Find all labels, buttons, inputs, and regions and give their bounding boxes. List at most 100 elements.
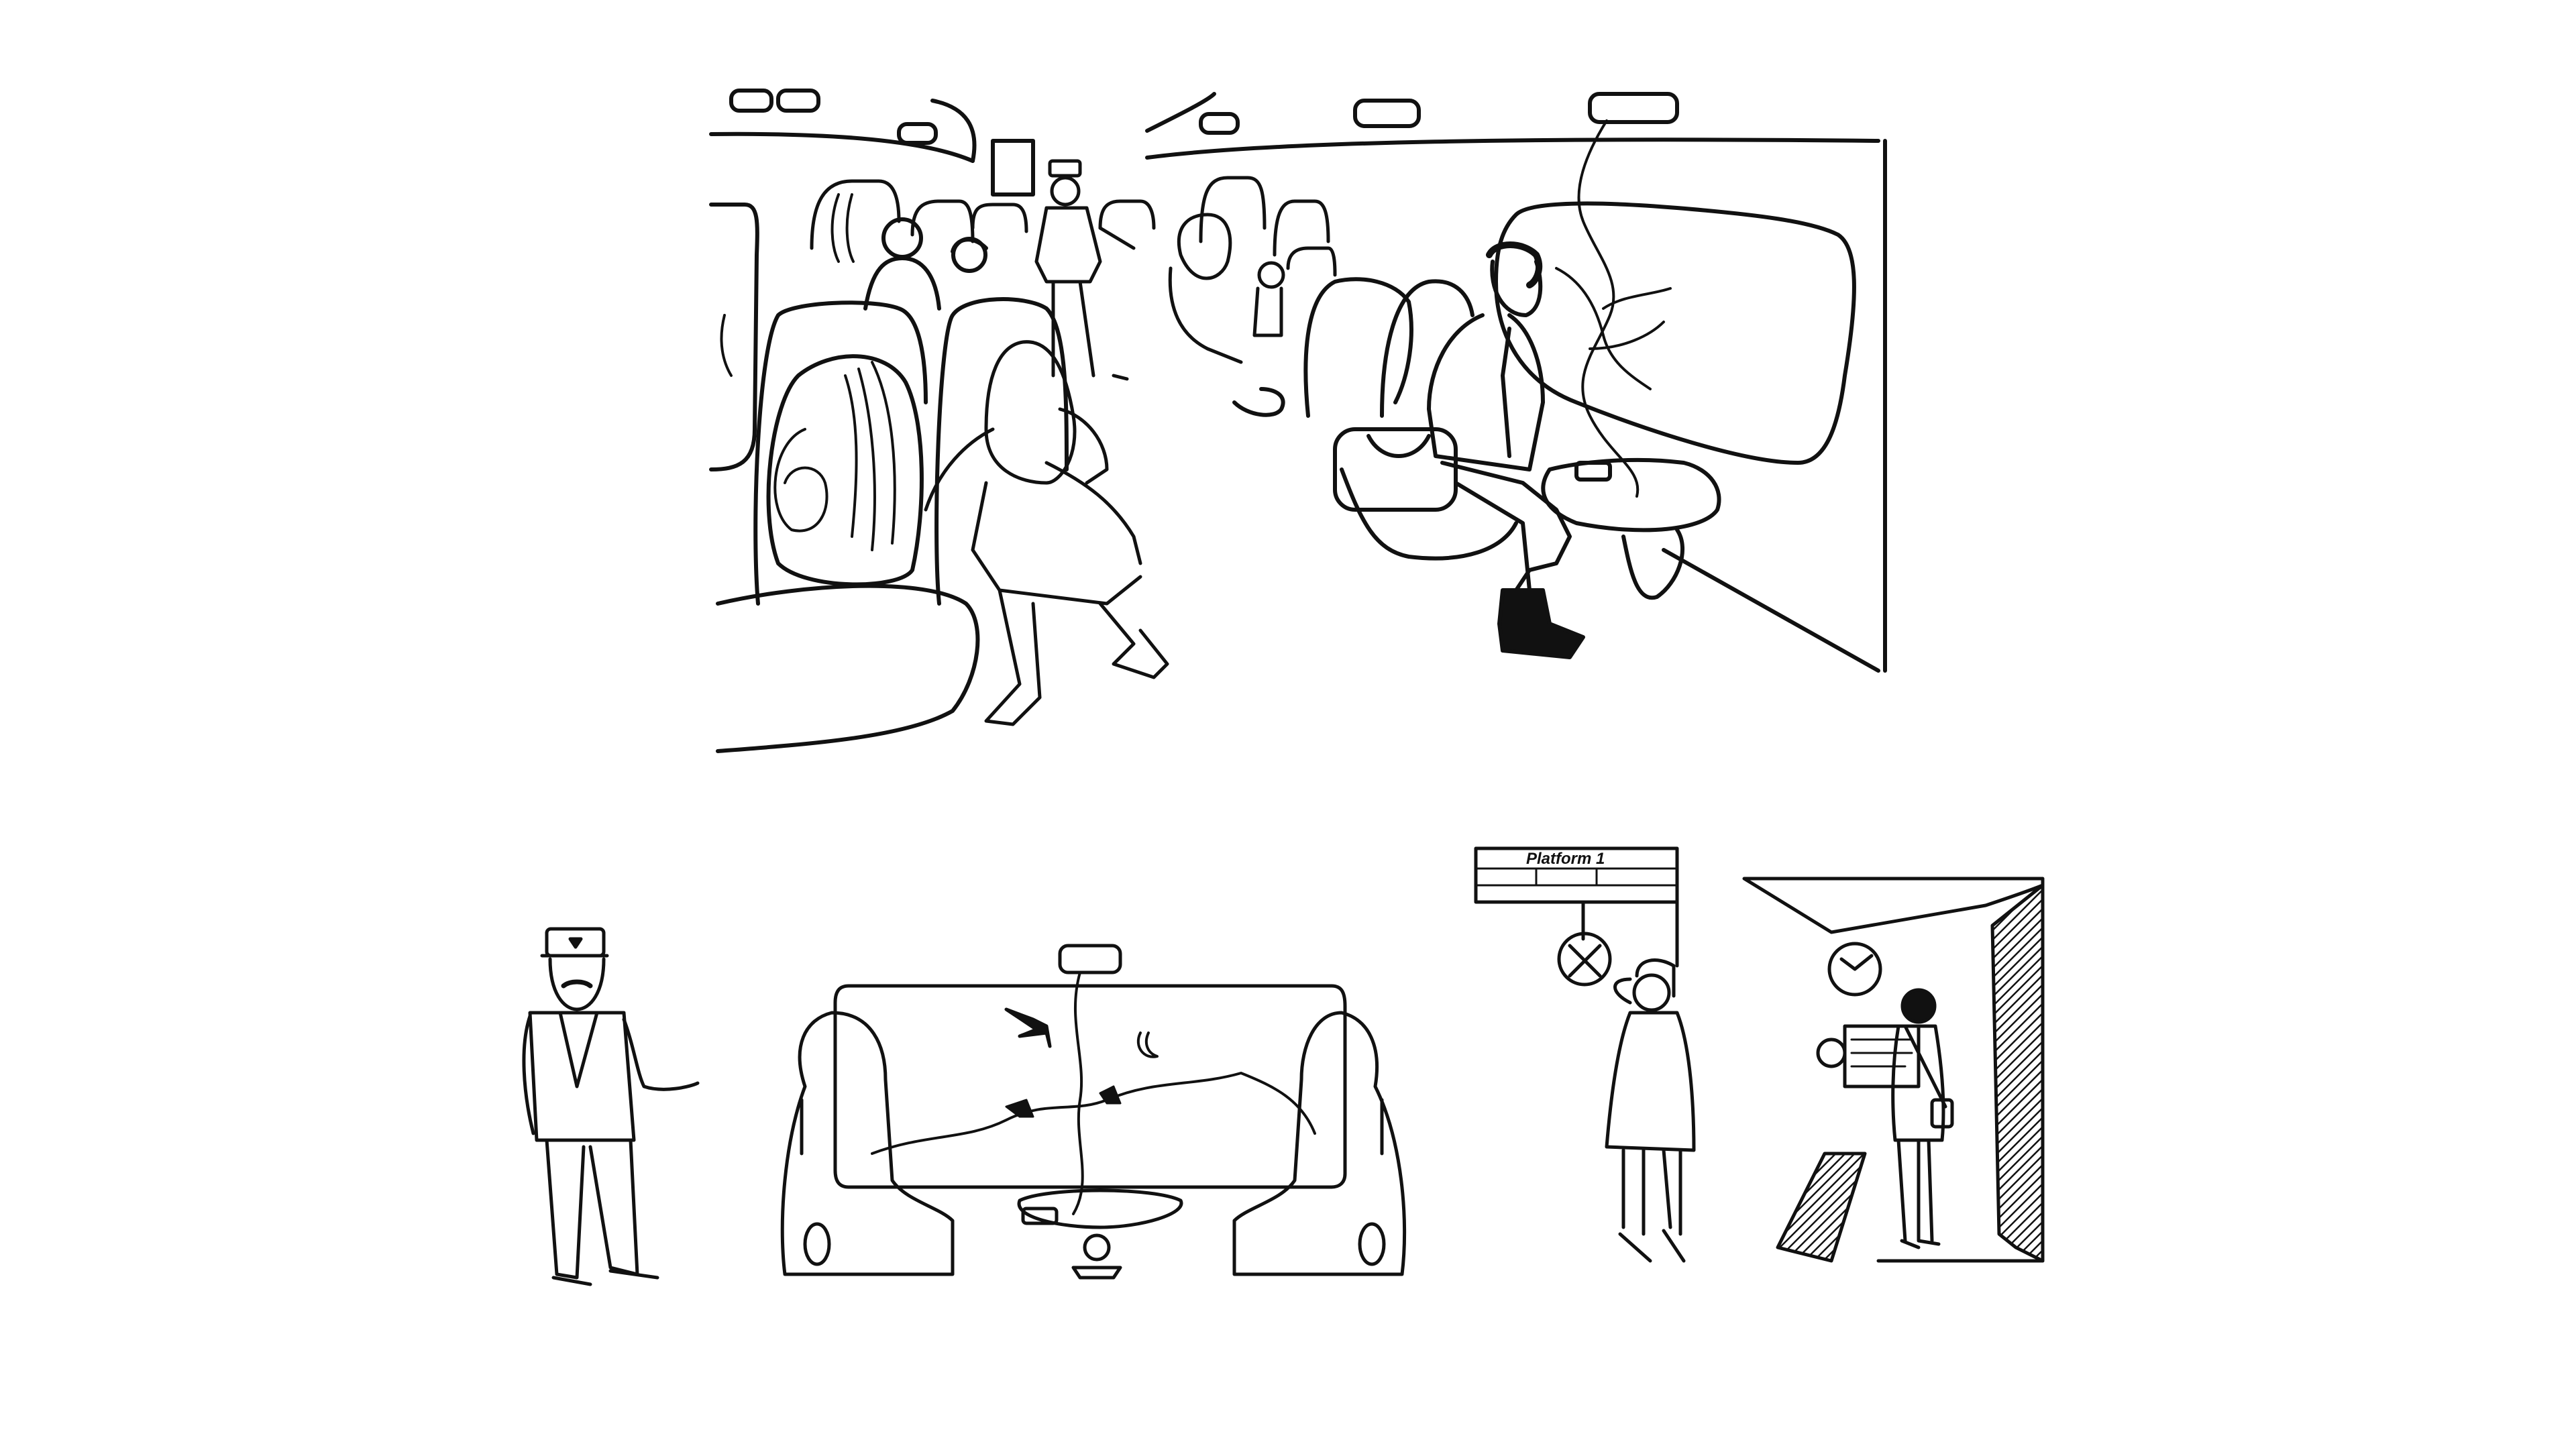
far-door [991,139,1035,197]
station-man [1891,988,1954,1249]
booth-mountains [871,1072,1316,1155]
booth-ceiling-light [1058,944,1122,974]
left-back-seats [810,179,1156,250]
platform-sign-divider [1474,867,1678,887]
sitting-man-boots [1497,588,1585,659]
wall-map-lines [1850,1038,1913,1068]
booth-window [833,984,1347,1189]
ceiling-line-right [1145,137,1880,160]
front-left-armrest [716,583,980,753]
booth-table-base [1071,1266,1122,1280]
booth-reindeer [1005,1085,1122,1118]
ceiling-light-1 [729,89,773,113]
aisle-conductor-body [1034,206,1102,284]
ceiling-line-mid [930,99,977,163]
platform-sign-posts [1581,900,1679,968]
sitting-man-tie [1501,327,1511,458]
ceiling-light-3 [897,122,938,145]
station-woman [1605,958,1696,1263]
right-back-seats [1199,176,1337,277]
right-seat-back-2 [1380,279,1474,418]
conductor-face [548,957,606,1011]
window-reflection-3 [720,314,733,377]
conductor-figure [522,927,700,1286]
tunnel-floor-edge [1776,1152,1867,1263]
wall-small-clock [1816,1038,1847,1068]
front-left-passenger-hair-strands [844,361,896,551]
station-woman-head [1632,973,1671,1012]
conductor-vest [558,1011,599,1088]
passenger-bald-body [863,256,941,311]
wall-map-board [1843,1024,1921,1088]
window-reflection-2 [845,193,855,263]
station-scene: Platform 1 [1474,846,2045,1263]
aisle-conductor [1034,159,1136,381]
aisle-woman-coat [924,427,1142,606]
ceiling-light-6 [1588,92,1679,124]
aisle-woman-legs [984,588,1169,726]
aisle-woman-scarf [1058,407,1109,485]
platform-sign-board [1474,846,1679,904]
front-left-passenger-hair [766,354,924,587]
conductor-right-arm [622,1017,700,1091]
platform-clock-hands [1568,944,1602,978]
conductor-legs [545,1138,639,1280]
seat-bag-handle [1366,434,1431,458]
woman-back-body [1168,266,1243,364]
aisle-conductor-head [1050,176,1081,207]
ceiling-light-2 [776,89,820,113]
station-woman-arm [1613,977,1632,1005]
ceiling-line-center [1145,92,1216,133]
booth-shooting-star [1004,1007,1052,1048]
station-woman-hat [1635,958,1676,998]
right-seat-front [1621,528,1684,600]
left-window-frame [709,203,759,471]
aisle-woman [924,340,1169,726]
station-man-torso [1891,1024,1945,1142]
booth-table-phone [1021,1207,1059,1225]
window-cracks [1555,267,1672,390]
window-cable [1577,119,1640,498]
right-seat-base [1340,467,1518,561]
ceiling-light-5 [1353,99,1421,128]
child-head [1257,261,1285,289]
booth-table [1017,1188,1183,1229]
station-man-bag [1930,1098,1954,1129]
sitting-man-torso [1427,313,1545,471]
ceiling-light-4 [1199,112,1240,135]
station-man-bag-strap [1903,1024,1947,1109]
platform-clock [1557,932,1612,987]
platform-sign-label: Platform 1 [1526,850,1605,868]
conductor-shoes [551,1269,659,1286]
window-booth [780,944,1407,1280]
ceiling-lights [729,89,1679,145]
booth-left-speaker [803,1222,831,1266]
left-row2-seat [934,297,1069,606]
conductor-left-arm [522,1014,535,1135]
right-front-seats [1232,277,1518,561]
station-woman-legs [1618,1148,1686,1263]
booth-left-seat [780,1011,955,1276]
right-window [1494,201,1856,465]
conductor-mustache [561,979,593,989]
booth-cable [1072,971,1084,1215]
passenger-bald-head [881,217,923,259]
booth-moon [1136,1031,1159,1058]
right-table [1541,457,1721,533]
sitting-man-face [1490,260,1543,317]
station-woman-coat [1605,1011,1696,1152]
station-clock [1827,942,1882,997]
aisle-conductor-legs [1051,280,1129,381]
conductor-jacket [528,1011,636,1142]
sitting-man-legs [1440,461,1572,592]
window-reflection-1 [830,193,840,263]
station-clock-hands [1839,954,1874,971]
booth-right-speaker [1358,1222,1386,1266]
front-left-seat [753,300,928,606]
right-seat-armrest [1232,387,1285,417]
right-seat-back-1 [1303,277,1413,418]
station-man-legs [1896,1138,1941,1249]
family-passengers [1168,213,1285,364]
